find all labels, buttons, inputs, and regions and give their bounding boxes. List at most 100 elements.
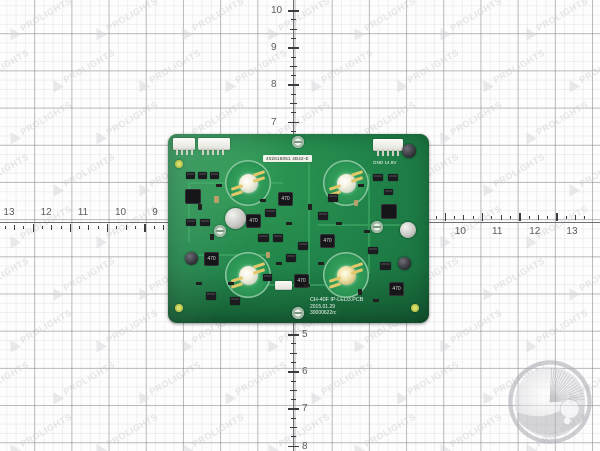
ic-u14 — [186, 172, 195, 179]
ic-u10 — [368, 247, 378, 254]
ruler-tick — [472, 216, 474, 219]
ruler-tick — [519, 213, 521, 221]
ruler-tick — [290, 28, 297, 30]
ruler-tick — [291, 343, 296, 345]
mount-hole-bottom — [292, 307, 304, 319]
ic-u4 — [318, 212, 328, 220]
connector-cn3 — [373, 139, 403, 151]
ic-u7 — [200, 219, 210, 226]
led-top-left — [225, 160, 271, 206]
pcb-date-label: 2015.01.29 — [310, 304, 336, 310]
ruler-tick — [537, 215, 539, 220]
ic-u20 — [263, 274, 272, 281]
ic-u19 — [384, 189, 393, 195]
inductor-marking-l1: 470 — [281, 196, 290, 202]
ic-u12 — [286, 254, 296, 262]
ruler-tick — [291, 19, 296, 21]
ruler-label-bottom-5: 5 — [302, 329, 308, 340]
ruler-tick — [60, 226, 62, 229]
mount-hole-right — [371, 221, 383, 233]
pcb-board: 402615051 4B42-E GND 14.8V CH-40F IP-LED… — [168, 134, 429, 323]
ruler-label-bottom-7: 7 — [302, 403, 308, 415]
inductor-l1: 470 — [278, 192, 293, 206]
ruler-tick — [491, 216, 493, 219]
pcb-serial-label: 30000622rc — [310, 310, 337, 316]
ruler-tick — [500, 215, 502, 220]
ruler-tick — [4, 226, 6, 229]
inductor-l3: 470 — [320, 234, 335, 248]
ic-u8 — [373, 174, 383, 181]
ruler-tick — [288, 121, 299, 124]
inductor-l6: 470 — [389, 282, 404, 296]
ic-u6 — [186, 219, 196, 226]
ic-u1 — [265, 209, 276, 217]
capacitor-c5 — [398, 257, 411, 270]
ruler-label-right-13: 13 — [566, 226, 578, 237]
ruler-label-top-10: 10 — [271, 5, 283, 16]
ruler-tick — [288, 10, 299, 12]
ruler-tick — [565, 216, 567, 219]
ruler-label-right-12: 12 — [529, 226, 541, 237]
ruler-tick — [291, 37, 296, 39]
ruler-tick — [290, 65, 297, 67]
ruler-tick — [291, 417, 296, 419]
ruler-label-top-7: 7 — [271, 116, 277, 128]
inductor-marking-l5: 470 — [207, 256, 216, 262]
ruler-tick — [125, 225, 127, 230]
ruler-tick — [288, 334, 299, 336]
led-die-top-left — [238, 173, 258, 193]
mount-hole-left — [214, 225, 226, 237]
ruler-tick — [288, 445, 299, 448]
ruler-tick — [290, 427, 297, 428]
ruler-label-left-13: 13 — [3, 207, 15, 218]
inductor-l5: 470 — [204, 252, 219, 266]
ruler-tick — [291, 436, 296, 438]
ruler-label-bottom-6: 6 — [302, 366, 308, 378]
corner-hole-bottom-right — [411, 304, 419, 312]
ruler-label-left-11: 11 — [77, 207, 89, 218]
ic-u18 — [230, 297, 240, 305]
ruler-tick — [291, 130, 296, 132]
ruler-tick — [162, 225, 164, 230]
ruler-tick — [528, 216, 530, 219]
capacitor-c3 — [400, 222, 416, 238]
ruler-tick — [509, 216, 511, 219]
ruler-tick — [291, 75, 296, 77]
ruler-tick — [14, 225, 15, 230]
ic-u11 — [380, 262, 391, 270]
ruler-tick — [23, 226, 25, 229]
ruler-label-left-10: 10 — [115, 207, 127, 218]
inductor-marking-l4: 470 — [297, 278, 306, 284]
pcb-power-label: GND 14.8V — [373, 160, 397, 165]
ruler-tick — [107, 224, 109, 232]
ruler-tick — [291, 112, 296, 114]
ruler-label-bottom-8: 8 — [302, 440, 308, 451]
ruler-tick — [290, 103, 297, 104]
ruler-tick — [79, 226, 81, 229]
connector-cn1 — [173, 138, 195, 150]
ruler-tick — [435, 216, 437, 219]
inductor-l7 — [185, 189, 201, 204]
ruler-label-right-10: 10 — [454, 226, 466, 237]
ruler-tick — [291, 56, 296, 58]
ruler-tick — [463, 215, 465, 220]
ruler-tick — [41, 226, 43, 229]
inductor-marking-l3: 470 — [323, 238, 332, 244]
led-die-top-right — [336, 173, 356, 193]
inductor-marking-l6: 470 — [392, 286, 401, 292]
ic-u13 — [298, 242, 308, 250]
ruler-tick — [556, 213, 558, 221]
capacitor-c1 — [225, 208, 246, 229]
prolights-circular-logo — [507, 359, 593, 445]
ruler-label-left-9: 9 — [152, 207, 158, 218]
ruler-tick — [291, 93, 296, 95]
ruler-label-left-12: 12 — [40, 207, 52, 218]
ic-u16 — [210, 172, 219, 179]
mount-hole-top — [292, 136, 304, 148]
ruler-tick — [291, 361, 296, 363]
ruler-tick — [291, 380, 296, 382]
ic-u15 — [198, 172, 207, 179]
ruler-tick — [584, 216, 586, 219]
capacitor-c2 — [402, 144, 416, 158]
